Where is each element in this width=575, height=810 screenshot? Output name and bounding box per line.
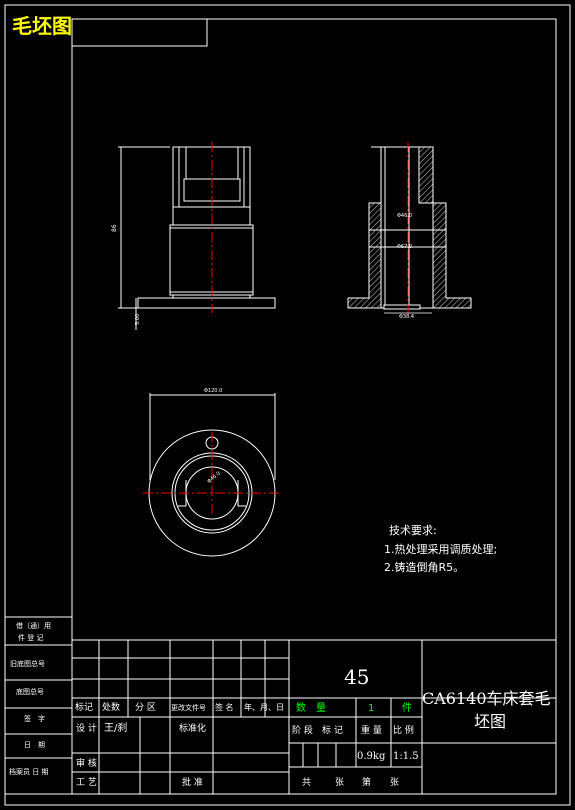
stage-label-1: 标 记 — [322, 724, 343, 736]
left-label-6: 档案员 日 期 — [9, 767, 48, 776]
sheet-count-2: 第 — [362, 776, 371, 788]
sheet-count-3: 张 — [390, 777, 399, 788]
quantity-unit: 件 — [402, 702, 412, 714]
row-label-3: 更改文件号 — [171, 703, 206, 712]
sheet-count-0: 共 — [302, 777, 311, 788]
designer-name: 王/刹 — [104, 722, 127, 734]
left-label-2: 旧底图总号 — [10, 659, 45, 668]
tech-req-heading: 技术要求: — [389, 524, 437, 537]
tech-req-item-2: 2.铸造倒角R5。 — [384, 560, 464, 574]
tech-req-item-1: 1.热处理采用调质处理; — [384, 543, 497, 556]
part-name-line1: CA6140车床套毛 — [422, 689, 551, 708]
inner-border — [71, 18, 557, 795]
sheet-title-tag: 毛坯图 — [12, 14, 72, 38]
section-dim-d2: Φ67.0 — [397, 244, 412, 250]
left-label-4: 签 字 — [24, 714, 45, 723]
stage-label-0: 阶 段 — [292, 724, 313, 736]
process-label: 工 艺 — [76, 777, 97, 788]
row-label-1: 处数 — [102, 701, 120, 713]
top-dim-inner: Φ46.0 — [206, 471, 221, 485]
approve-label: 批 准 — [182, 776, 203, 788]
row-label-4: 签 名 — [215, 702, 234, 712]
row-label-5: 年、月、日 — [244, 702, 284, 712]
left-label-1: 件 登 记 — [18, 633, 43, 642]
top-dim-outer: Φ120.0 — [204, 388, 222, 394]
front-view — [118, 146, 276, 330]
front-height-dim: 86 — [111, 224, 118, 232]
section-view — [347, 146, 472, 310]
title-block — [72, 639, 556, 794]
outer-border — [4, 4, 571, 806]
left-label-3: 底图总号 — [16, 687, 44, 696]
stage-label-2: 重 量 — [361, 724, 382, 736]
section-dim-bottom: Φ38.4 — [399, 314, 414, 320]
section-dim-d1: Φ46.0 — [397, 213, 412, 219]
front-flange-dim: 5.00 — [135, 314, 141, 325]
design-label: 设 计 — [76, 722, 97, 734]
standard-label: 标准化 — [179, 722, 206, 734]
stage-label-3: 比 例 — [393, 724, 414, 736]
scale-value: 1:1.5 — [393, 751, 419, 762]
material-value: 45 — [344, 665, 369, 689]
weight-value: 0.9kg — [357, 751, 386, 762]
top-left-box — [71, 18, 208, 47]
left-label-0: 借（通）用 — [16, 621, 51, 630]
review-label: 审 核 — [76, 757, 97, 769]
quantity-label: 数 量 — [296, 701, 326, 714]
sheet-count-1: 张 — [335, 777, 344, 788]
left-label-5: 日 期 — [24, 741, 45, 749]
part-name-line2: 坯图 — [474, 712, 506, 731]
row-label-0: 标记 — [75, 701, 93, 713]
left-column — [4, 616, 73, 795]
quantity-value: 1 — [368, 703, 374, 714]
row-label-2: 分 区 — [135, 702, 156, 713]
